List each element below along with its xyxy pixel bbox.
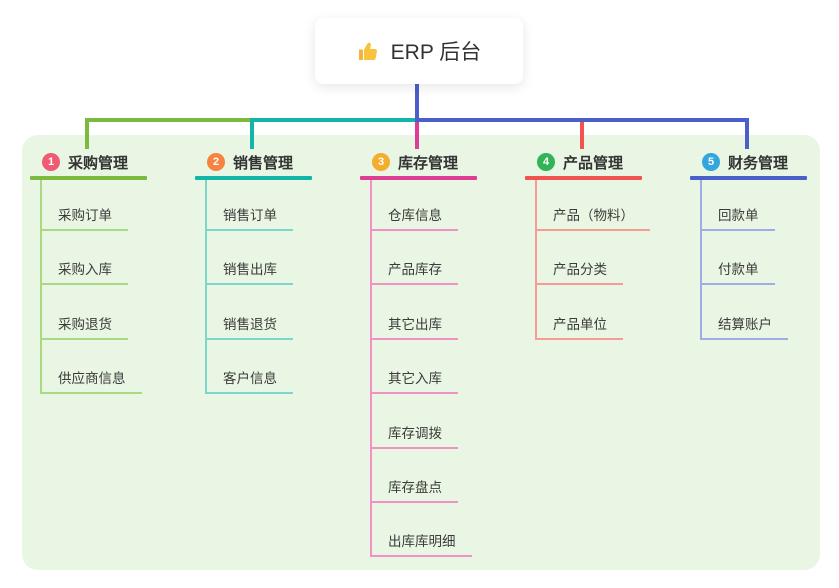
- branch-header-1[interactable]: 1 采购管理: [42, 150, 128, 174]
- connector-bar-mid: [250, 118, 417, 122]
- branch-underline: [360, 176, 477, 180]
- branch-underline: [525, 176, 642, 180]
- node-item[interactable]: 产品分类: [536, 257, 623, 286]
- branch-number-badge: 5: [702, 153, 720, 171]
- node-item[interactable]: 采购订单: [41, 203, 128, 231]
- branch-number-badge: 4: [537, 153, 555, 171]
- node-item[interactable]: 采购退货: [41, 312, 128, 340]
- branch-number-badge: 1: [42, 153, 60, 171]
- connector-bar-left: [85, 118, 252, 122]
- branch-stem-line: [205, 180, 207, 395]
- node-item[interactable]: 销售退货: [206, 312, 293, 340]
- node-item[interactable]: 出库库明细: [371, 529, 472, 558]
- branch-header-3[interactable]: 3 库存管理: [372, 150, 458, 174]
- node-item[interactable]: 客户信息: [206, 366, 293, 395]
- branch-header-2[interactable]: 2 销售管理: [207, 150, 293, 174]
- branch-header-5[interactable]: 5 财务管理: [702, 150, 788, 174]
- node-item[interactable]: 付款单: [701, 257, 775, 286]
- branch-label: 财务管理: [728, 154, 789, 172]
- branch-underline: [30, 176, 147, 180]
- branch-label: 库存管理: [398, 154, 459, 172]
- node-item[interactable]: 销售订单: [206, 203, 293, 231]
- root-node[interactable]: ERP 后台: [315, 18, 523, 84]
- node-item[interactable]: 产品库存: [371, 257, 458, 286]
- node-item[interactable]: 库存盘点: [371, 475, 458, 503]
- node-item[interactable]: 供应商信息: [41, 366, 142, 395]
- node-item[interactable]: 仓库信息: [371, 203, 458, 231]
- branch-stem-line: [700, 180, 702, 340]
- branch-number-badge: 2: [207, 153, 225, 171]
- branch-underline: [690, 176, 807, 180]
- branch-drop-line: [745, 122, 749, 149]
- branch-underline: [195, 176, 312, 180]
- node-item[interactable]: 回款单: [701, 203, 775, 231]
- node-item[interactable]: 其它入库: [371, 366, 458, 395]
- thumbs-up-icon: [357, 39, 381, 63]
- branch-label: 产品管理: [563, 154, 624, 172]
- node-item[interactable]: 库存调拨: [371, 421, 458, 449]
- node-item[interactable]: 采购入库: [41, 257, 128, 286]
- root-stem-line: [415, 84, 419, 122]
- node-item[interactable]: 产品单位: [536, 312, 623, 340]
- node-item[interactable]: 结算账户: [701, 312, 788, 340]
- node-item[interactable]: 销售出库: [206, 257, 293, 286]
- connector-bar-right: [415, 118, 749, 122]
- branch-number-badge: 3: [372, 153, 390, 171]
- branch-stem-line: [535, 180, 537, 340]
- branch-header-4[interactable]: 4 产品管理: [537, 150, 623, 174]
- branch-drop-line: [580, 122, 584, 149]
- branch-label: 采购管理: [68, 154, 129, 172]
- branch-stem-line: [370, 180, 372, 558]
- branch-drop-line: [415, 122, 419, 149]
- branch-drop-line: [85, 122, 89, 149]
- branches-panel: [22, 135, 820, 570]
- root-title: ERP 后台: [390, 41, 482, 64]
- node-item[interactable]: 产品（物料）: [536, 203, 650, 231]
- node-item[interactable]: 其它出库: [371, 312, 458, 340]
- branch-stem-line: [40, 180, 42, 395]
- branch-label: 销售管理: [233, 154, 294, 172]
- branch-drop-line: [250, 122, 254, 149]
